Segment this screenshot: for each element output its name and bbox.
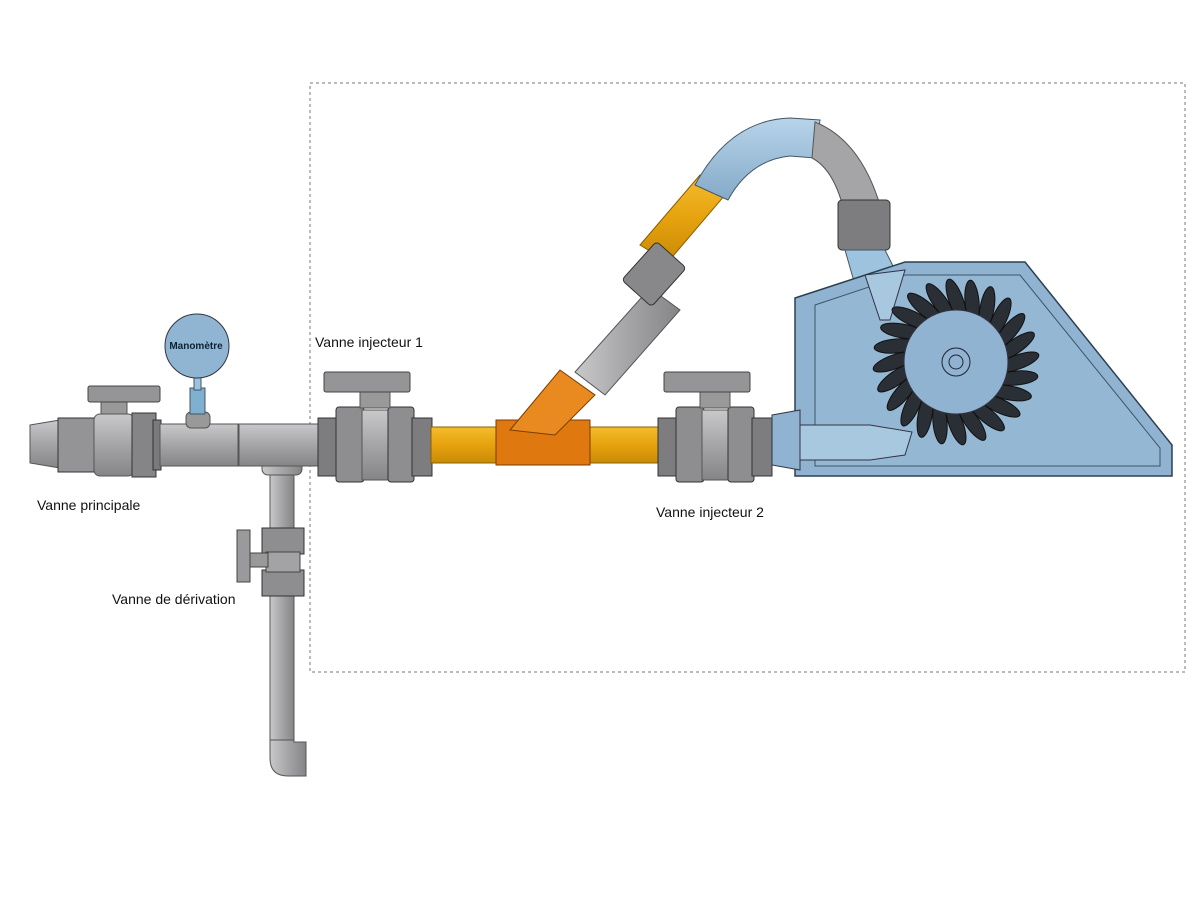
injector-valve-2-label: Vanne injecteur 2 (656, 504, 764, 520)
bypass-valve (236, 527, 305, 597)
injector-valve-1 (317, 371, 433, 483)
pelton-wheel (872, 278, 1040, 446)
wye-fitting (495, 369, 596, 466)
bypass-valve-label: Vanne de dérivation (112, 591, 236, 607)
main-valve (29, 385, 162, 478)
manometer-label: Manomètre (169, 341, 223, 352)
manometer (164, 313, 230, 429)
main-valve-label: Vanne principale (37, 497, 141, 513)
bypass-pipe (261, 454, 307, 777)
injector-valve-2 (657, 371, 773, 483)
penstock-elbow (694, 117, 896, 286)
manifold-pipe (159, 423, 322, 467)
injector-valve-1-label: Vanne injecteur 1 (315, 334, 423, 350)
